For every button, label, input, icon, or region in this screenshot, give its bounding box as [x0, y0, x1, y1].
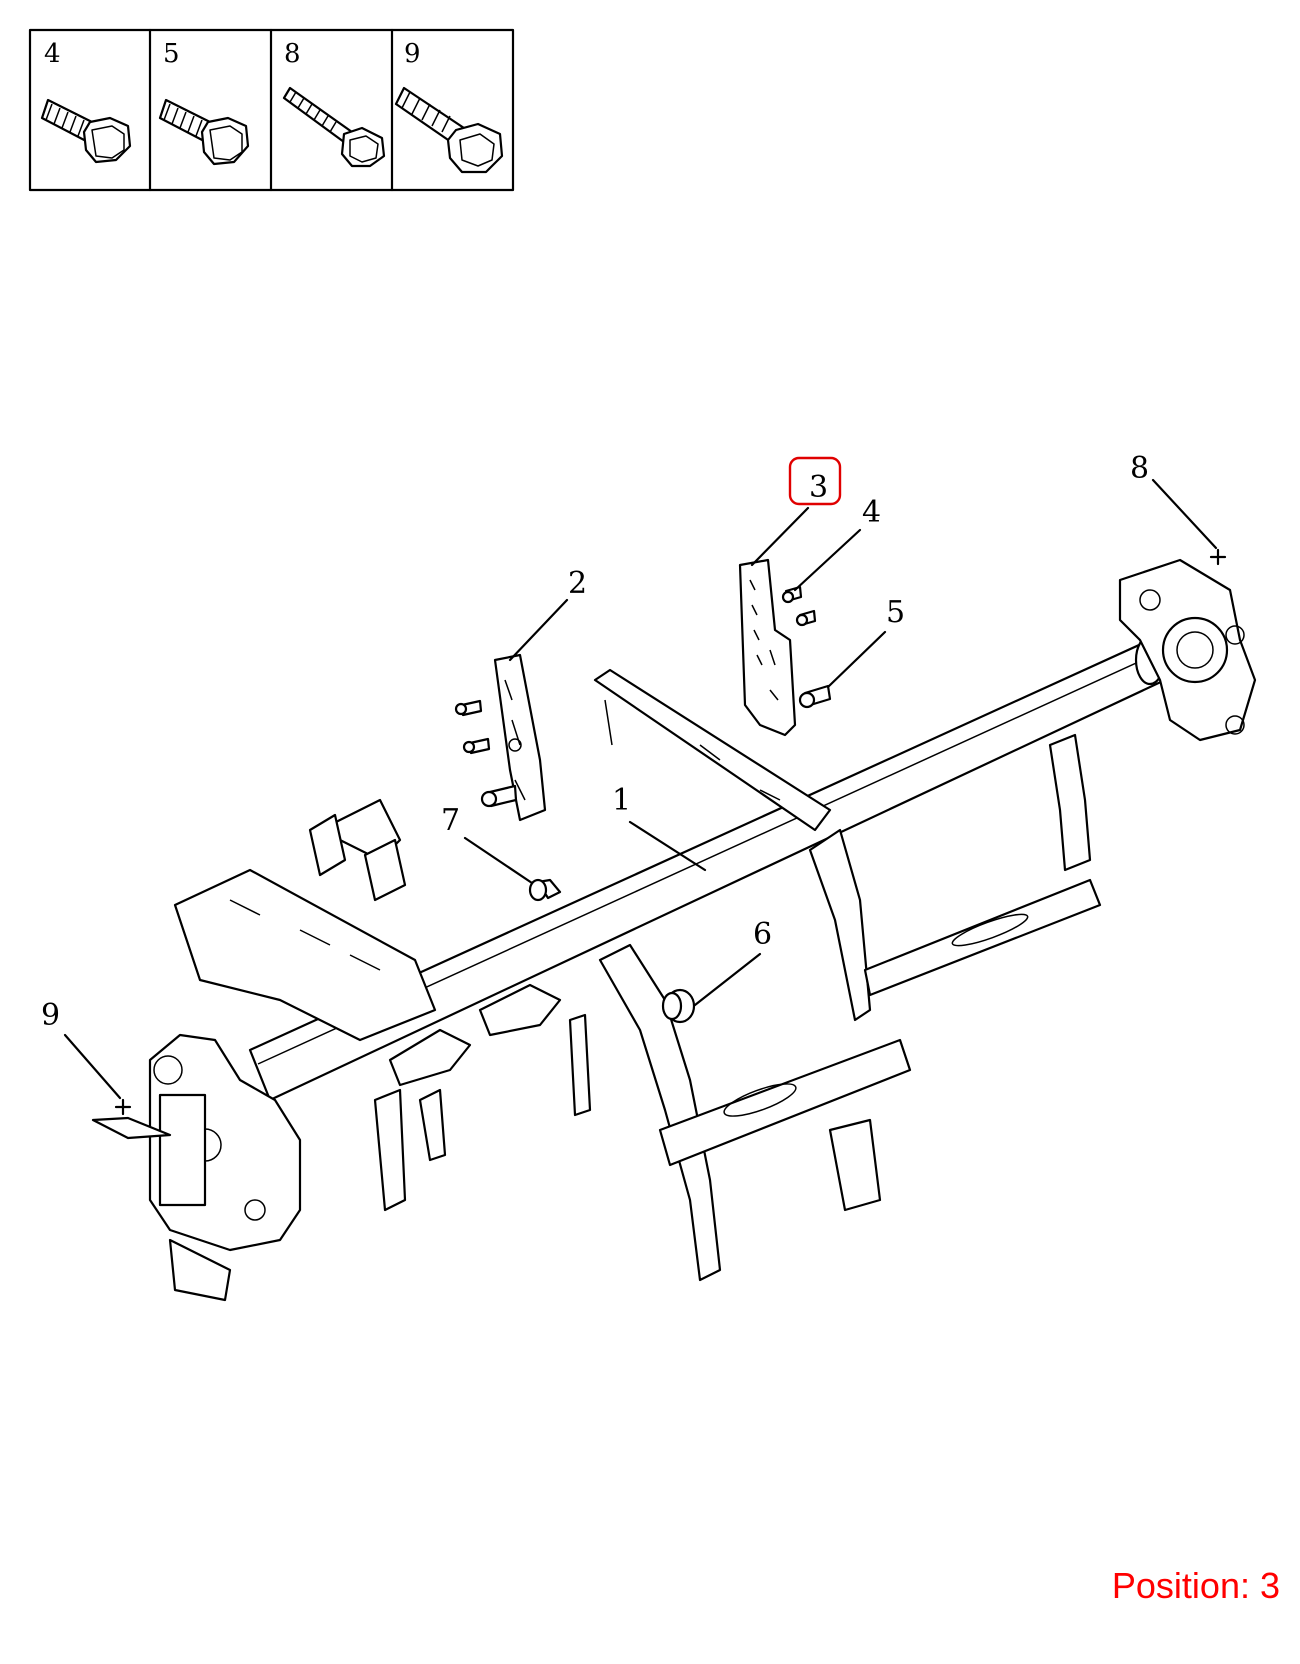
callout-5: 5	[886, 595, 905, 630]
part-3-bracket	[738, 558, 797, 737]
callout-labels: 1 2 3 4 5 6 7 8 9	[41, 451, 1149, 1033]
part-8-mount-cross-icon	[1209, 548, 1227, 566]
cross-car-beam-assembly	[148, 558, 1257, 1302]
leader-lines	[63, 478, 1218, 1100]
long-bolt-8-icon	[282, 86, 386, 168]
legend-number-5: 5	[163, 39, 180, 69]
callout-3: 3	[809, 470, 828, 505]
long-bolt-9-icon	[394, 86, 504, 174]
part-4-screw-icon	[781, 585, 817, 627]
flange-bolt-5-icon	[158, 98, 250, 166]
legend-number-4: 4	[44, 39, 61, 69]
part-2-bracket	[454, 653, 547, 822]
callout-9: 9	[41, 998, 60, 1033]
callout-4: 4	[862, 495, 881, 530]
part-5-screw-icon	[798, 684, 832, 709]
callout-6: 6	[753, 917, 772, 952]
callout-2: 2	[568, 566, 587, 601]
callout-3-highlight-box	[788, 456, 842, 506]
legend-number-9: 9	[404, 39, 421, 69]
position-label: Position: 3	[1111, 1565, 1280, 1606]
callout-7: 7	[441, 803, 460, 838]
part-2-screw-icon	[454, 699, 518, 808]
fastener-legend: 4 5 8 9	[28, 28, 515, 192]
part-9-mount-cross-icon	[91, 1098, 172, 1140]
part-6-grommet-icon	[661, 988, 696, 1024]
callout-1: 1	[612, 783, 631, 818]
legend-number-8: 8	[284, 39, 301, 69]
part-7-clip-icon	[528, 878, 562, 902]
callout-8: 8	[1130, 451, 1149, 486]
flange-bolt-4-icon	[40, 98, 132, 164]
